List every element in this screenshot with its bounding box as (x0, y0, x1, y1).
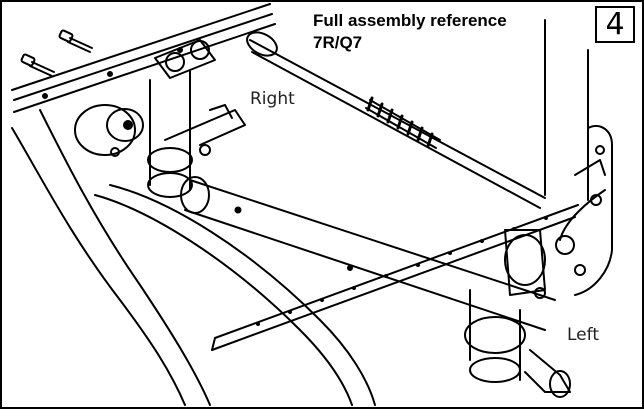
right-hinge-bracket (147, 39, 246, 198)
central-tube (180, 176, 556, 331)
label-right: Right (250, 89, 295, 109)
label-left: Left (567, 325, 599, 345)
title-line-1: Full assembly reference (313, 11, 507, 30)
transverse-rod (246, 31, 546, 209)
diagram-title: Full assembly reference 7R/Q7 (313, 10, 507, 54)
left-pivot-knuckle (74, 104, 144, 157)
title-line-2: 7R/Q7 (313, 33, 363, 52)
bolt-pair (20, 29, 93, 77)
frame-curved-tube (11, 109, 376, 406)
upper-left-rail (11, 3, 276, 113)
left-hub-assembly (464, 229, 571, 398)
side-backrest-panel (544, 19, 613, 296)
step-number-box: 4 (595, 6, 635, 43)
